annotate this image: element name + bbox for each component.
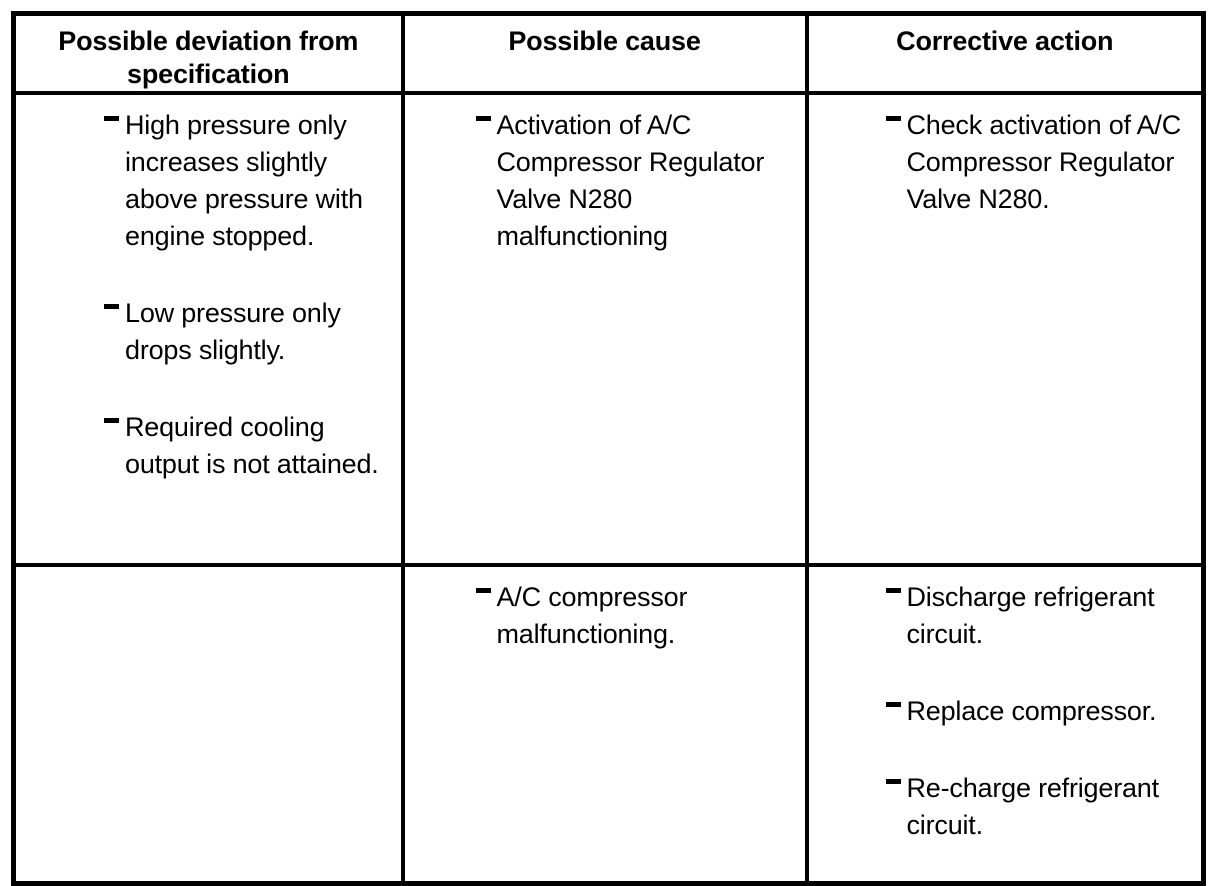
list-item: Required cooling output is not attained.: [104, 409, 397, 483]
cell-content: A/C compressor malfunctioning.: [405, 567, 805, 653]
cell-cause-row1: Activation of A/C Compressor Regulator V…: [400, 93, 809, 567]
dash-bullet-icon: [104, 116, 119, 121]
cell-action-row1: Check activation of A/C Compressor Regul…: [804, 93, 1204, 567]
column-header-cause: Possible cause: [400, 13, 809, 95]
list-item: Re-charge refrigerant circuit.: [885, 770, 1198, 844]
list-item-label: Activation of A/C Compressor Regulator V…: [496, 110, 765, 251]
list-item-label: Required cooling output is not attained.: [125, 412, 379, 479]
dash-bullet-icon: [475, 116, 491, 121]
list-item: Check activation of A/C Compressor Regul…: [885, 107, 1198, 218]
cell-deviation-row1: High pressure only increases slightly ab…: [13, 93, 405, 567]
cell-content: Activation of A/C Compressor Regulator V…: [405, 95, 805, 255]
list-item-label: Low pressure only drops slightly.: [125, 298, 341, 365]
list-item-label: Check activation of A/C Compressor Regul…: [906, 110, 1182, 214]
list-item: Replace compressor.: [885, 693, 1198, 730]
column-header-action: Corrective action: [804, 13, 1204, 95]
table-row: A/C compressor malfunctioning. Discharge…: [13, 565, 1204, 884]
list-item: Low pressure only drops slightly.: [104, 295, 397, 369]
dash-bullet-icon: [885, 779, 901, 784]
list-item-label: Discharge refrigerant circuit.: [906, 582, 1155, 649]
list-item: High pressure only increases slightly ab…: [104, 107, 397, 255]
troubleshooting-table: Possible deviation from specification Po…: [11, 11, 1206, 886]
cell-content: Check activation of A/C Compressor Regul…: [809, 95, 1202, 218]
cell-cause-row2: A/C compressor malfunctioning.: [400, 565, 809, 884]
bullet-list-action-row2: Discharge refrigerant circuit. Replace c…: [813, 579, 1198, 844]
dash-bullet-icon: [885, 588, 901, 593]
list-item: Discharge refrigerant circuit.: [885, 579, 1198, 653]
list-item: Activation of A/C Compressor Regulator V…: [475, 107, 801, 255]
list-item: A/C compressor malfunctioning.: [475, 579, 801, 653]
table-header-row: Possible deviation from specification Po…: [13, 13, 1204, 95]
list-item-label: Replace compressor.: [906, 696, 1157, 726]
list-item-label: High pressure only increases slightly ab…: [125, 110, 363, 251]
bullet-list-cause-row2: A/C compressor malfunctioning.: [409, 579, 801, 653]
list-item-label: Re-charge refrigerant circuit.: [906, 773, 1160, 840]
dash-bullet-icon: [885, 116, 901, 121]
dash-bullet-icon: [104, 418, 119, 423]
bullet-list-action-row1: Check activation of A/C Compressor Regul…: [813, 107, 1198, 218]
cell-action-row2: Discharge refrigerant circuit. Replace c…: [804, 565, 1204, 884]
dash-bullet-icon: [104, 304, 119, 309]
table-row: High pressure only increases slightly ab…: [13, 93, 1204, 567]
list-item-label: A/C compressor malfunctioning.: [496, 582, 688, 649]
dash-bullet-icon: [475, 588, 491, 593]
cell-content: High pressure only increases slightly ab…: [16, 95, 401, 483]
dash-bullet-icon: [885, 702, 901, 707]
bullet-list-deviation-row1: High pressure only increases slightly ab…: [20, 107, 397, 483]
cell-deviation-row2: [13, 565, 405, 884]
cell-content: [16, 567, 401, 579]
column-header-deviation: Possible deviation from specification: [13, 13, 405, 95]
bullet-list-cause-row1: Activation of A/C Compressor Regulator V…: [409, 107, 801, 255]
cell-content: Discharge refrigerant circuit. Replace c…: [809, 567, 1202, 844]
